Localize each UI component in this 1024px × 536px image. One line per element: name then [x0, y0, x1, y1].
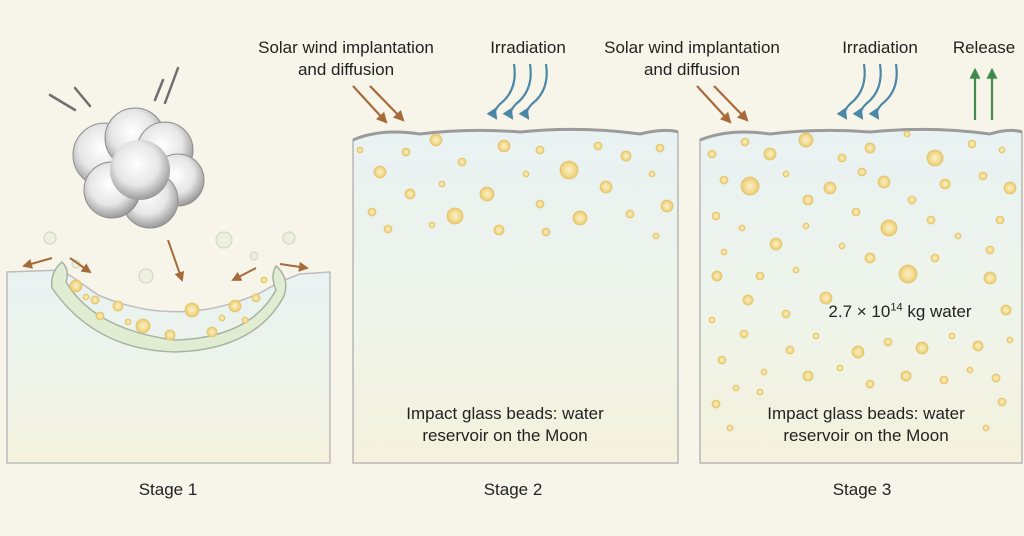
stage3-release-arrows [969, 67, 998, 120]
stage3-caption-line2: reservoir on the Moon [783, 426, 949, 445]
stage1-crater-beads [69, 276, 268, 341]
stage2-beads [356, 133, 674, 240]
stage1-title: Stage 1 [138, 480, 198, 499]
stage1-ejecta [43, 231, 296, 284]
stage2-title: Stage 2 [483, 480, 543, 499]
water-amount-base: 2.7 × 10 [828, 302, 891, 321]
stage3-solar-wind-label: Solar wind implantation and diffusion [584, 37, 800, 81]
stage3-irradiation-label: Irradiation [842, 38, 918, 57]
stage2-solar-wind-line2: and diffusion [297, 60, 395, 79]
stage2-irradiation-arrows [486, 63, 548, 120]
water-amount-unit: kg water [902, 302, 972, 321]
stage3-caption-line1: Impact glass beads: water [767, 404, 965, 423]
stage3-surface-rim [699, 127, 1023, 142]
stage2-solar-wind-line1: Solar wind implantation [258, 38, 434, 57]
stage3-title: Stage 3 [832, 480, 892, 499]
stage3-water-amount: 2.7 × 1014 kg water [805, 301, 995, 323]
stage2-caption: Impact glass beads: water reservoir on t… [370, 403, 640, 447]
stage2-solar-wind-arrows [352, 85, 405, 124]
stage2-irradiation-label: Irradiation [490, 38, 566, 57]
impact-speed-lines [48, 66, 180, 112]
stage3-solar-wind-arrows [696, 85, 749, 124]
stage3-beads [707, 130, 1017, 432]
stage3-irradiation-arrows [836, 63, 898, 120]
stage2-panel [352, 63, 679, 464]
stage2-caption-line2: reservoir on the Moon [422, 426, 588, 445]
stage3-release-label: Release [952, 38, 1016, 57]
water-amount-exponent: 14 [890, 301, 903, 314]
stage3-caption: Impact glass beads: water reservoir on t… [731, 403, 1001, 447]
stage3-panel [696, 63, 1023, 464]
stage3-solar-wind-line2: and diffusion [643, 60, 741, 79]
stage2-surface-rim [352, 127, 679, 142]
stage2-caption-line1: Impact glass beads: water [406, 404, 604, 423]
impact-cloud [72, 107, 205, 229]
stage1-panel [6, 66, 331, 464]
stage2-solar-wind-label: Solar wind implantation and diffusion [238, 37, 454, 81]
stage1-motion-arrows [22, 239, 309, 282]
stage3-solar-wind-line1: Solar wind implantation [604, 38, 780, 57]
